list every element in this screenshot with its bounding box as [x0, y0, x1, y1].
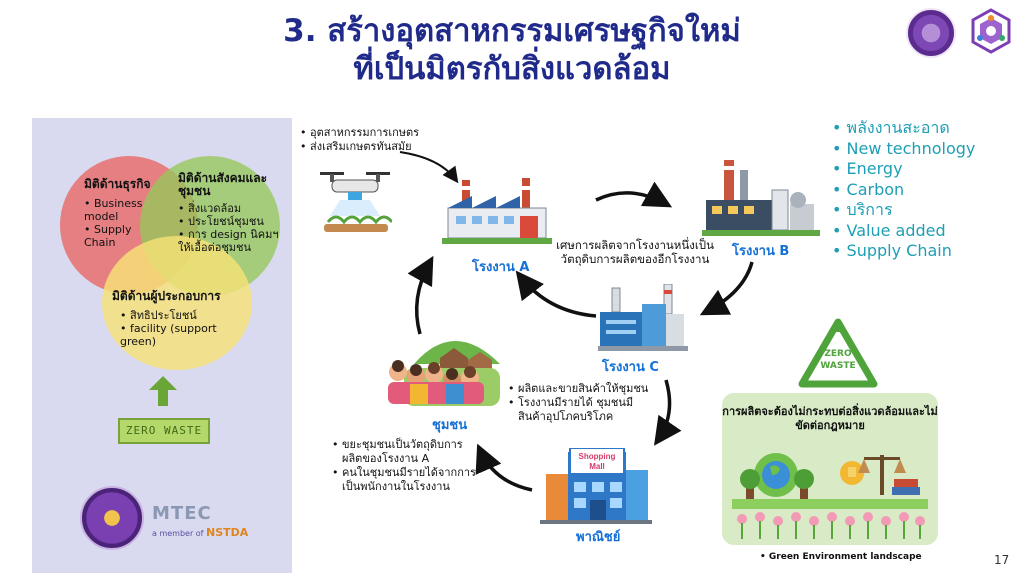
factory-community-item: • โรงงานมีรายได้ ชุมชนมีสินค้าอุปโภคบริโ…: [508, 396, 634, 423]
factory-a-icon: [442, 178, 552, 244]
arrow-up-icon: [149, 376, 177, 406]
commerce-to-community-arrow: [475, 443, 533, 492]
social-dimension: มิติด้านสังคมและชุมชน สิ่งแวดล้อม ประโยช…: [178, 171, 286, 255]
title-line-1: 3. สร้างอุตสาหกรรมเศรษฐกิจใหม่: [283, 13, 741, 49]
factory-c-to-a-arrow: [515, 270, 597, 318]
zero-waste-logo-line-2: WASTE: [820, 361, 855, 371]
waste-reuse-note: เศษการผลิตจากโรงงานหนึ่งเป็นวัตถุดิบการผ…: [556, 238, 714, 266]
operator-item: facility (support green): [120, 322, 248, 348]
factory-b-icon: [702, 160, 820, 236]
university-seal-logo: [80, 486, 144, 550]
shopping-mall-icon: Shopping Mall: [540, 448, 652, 524]
factory-a-label: โรงงาน A: [472, 260, 530, 275]
factory-c-icon: [598, 284, 688, 351]
agri-drone-icon: [320, 172, 392, 232]
factory-community-notes: • ผลิตและขายสินค้าให้ชุมชน • โรงงานมีราย…: [508, 382, 658, 424]
operator-heading: มิติด้านผู้ประกอบการ: [112, 289, 221, 303]
factory-b-to-c-arrow: [699, 261, 754, 316]
factory-b-label: โรงงาน B: [732, 244, 790, 259]
social-heading: มิติด้านสังคมและชุมชน: [178, 171, 268, 198]
green-landscape-caption: • Green Environment landscape: [760, 552, 922, 562]
benefit-item: New technology: [832, 139, 976, 160]
nstda-text: NSTDA: [206, 526, 249, 539]
shopping-sign-line-2: Mall: [589, 462, 605, 471]
community-notes: • ขยะชุมชนเป็นวัตถุดิบการผลิตของโรงงาน A…: [332, 438, 482, 494]
benefit-item: Carbon: [832, 180, 975, 201]
mtec-logo: MTEC: [152, 503, 212, 524]
operator-dimension: มิติด้านผู้ประกอบการ สิทธิประโยชน์ facil…: [112, 289, 248, 349]
community-note-item: • ขยะชุมชนเป็นวัตถุดิบการผลิตของโรงงาน A: [332, 438, 463, 465]
nstda-logo: a member of NSTDA: [152, 526, 248, 539]
community-village-icon: [388, 341, 500, 406]
ministry-seal-logo: [906, 8, 956, 58]
zero-waste-recycle-icon: ZERO WASTE: [798, 318, 878, 388]
benefit-item: Supply Chain: [832, 241, 975, 262]
zero-waste-banner: ZERO WASTE: [118, 418, 210, 444]
nstda-prefix: a member of: [152, 529, 204, 538]
agri-item: • ส่งเสริมเกษตรทันสมัย: [300, 140, 412, 153]
page-number: 17: [994, 553, 1010, 567]
title-line-2: ที่เป็นมิตรกับสิ่งแวดล้อม: [353, 51, 671, 87]
business-item: Business model: [84, 197, 154, 223]
zero-waste-logo-line-1: ZERO: [824, 349, 852, 359]
factory-c-to-commerce-arrow: [654, 379, 682, 446]
benefit-item: บริการ: [832, 200, 975, 221]
commerce-label: พาณิชย์: [576, 530, 621, 545]
green-environment-box: การผลิตจะต้องไม่กระทบต่อสิ่งแวดล้อมและไม…: [722, 393, 938, 545]
benefit-item: Energy: [832, 159, 975, 180]
benefit-item: Value added: [832, 221, 975, 242]
benefits-list: พลังงานสะอาด New technology Energy Carbo…: [832, 118, 976, 262]
slide-title: 3. สร้างอุตสาหกรรมเศรษฐกิจใหม่ ที่เป็นมิ…: [0, 12, 1024, 88]
green-landscape-illustration: [732, 453, 928, 539]
agri-to-factory-a-arrow: [399, 151, 459, 184]
factory-community-item: • ผลิตและขายสินค้าให้ชุมชน: [508, 382, 649, 395]
community-label: ชุมชน: [432, 418, 468, 433]
factory-c-label: โรงงาน C: [602, 360, 659, 375]
social-item: การ design นิคมฯ ให้เอื้อต่อชุมชน: [178, 228, 286, 254]
dimensions-panel: มิติด้านธุรกิจ Business model Supply Cha…: [32, 118, 292, 573]
operator-item: สิทธิประโยชน์: [120, 309, 248, 322]
social-item: ประโยชน์ชุมชน: [178, 215, 286, 228]
social-item: สิ่งแวดล้อม: [178, 202, 286, 215]
business-heading: มิติด้านธุรกิจ: [84, 177, 151, 191]
benefit-item: พลังงานสะอาด: [832, 118, 975, 139]
agriculture-notes: • อุตสาหกรรมการเกษตร • ส่งเสริมเกษตรทันส…: [300, 126, 460, 154]
business-item: Supply Chain: [84, 223, 154, 249]
hexagon-molecule-logo: [971, 8, 1011, 54]
business-dimension: มิติด้านธุรกิจ Business model Supply Cha…: [84, 177, 154, 250]
agri-item: • อุตสาหกรรมการเกษตร: [300, 126, 420, 139]
green-box-title: การผลิตจะต้องไม่กระทบต่อสิ่งแวดล้อมและไม…: [722, 405, 938, 432]
factory-a-to-b-arrow: [595, 181, 673, 208]
community-note-item: • คนในชุมชนมีรายได้จากการเป็นพนักงานในโร…: [332, 466, 476, 493]
shopping-sign-line-1: Shopping: [579, 452, 616, 461]
